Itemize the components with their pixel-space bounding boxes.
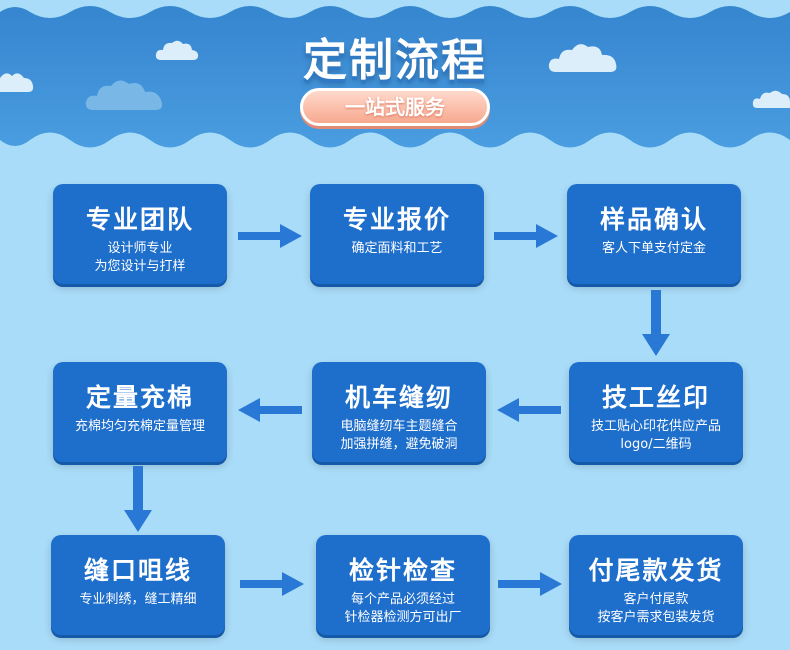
- arrow-left-icon: [238, 398, 302, 422]
- step-title: 付尾款发货: [588, 556, 724, 585]
- step-card-7: 缝口咀线 专业刺绣，缝工精细: [51, 535, 225, 635]
- step-desc-line: 为您设计与打样: [94, 259, 186, 274]
- step-card-5: 机车缝纫 电脑缝纫车主题缝合 加强拼缝，避免破洞: [312, 362, 486, 462]
- subtitle-badge: 一站式服务: [300, 88, 490, 126]
- step-desc-line: 加强拼缝，避免破洞: [340, 437, 458, 452]
- cloud-icon: [0, 73, 34, 92]
- arrow-right-icon: [498, 572, 562, 596]
- step-desc-line: 充棉均匀充棉定量管理: [74, 419, 205, 434]
- step-desc-line: 每个产品必须经过: [350, 592, 455, 607]
- step-card-8: 检针检查 每个产品必须经过 针检器检测方可出厂: [316, 535, 490, 635]
- step-title: 样品确认: [599, 205, 708, 234]
- step-card-4: 定量充棉 充棉均匀充棉定量管理: [53, 362, 227, 462]
- step-title: 检针检查: [348, 556, 457, 585]
- step-title: 专业报价: [342, 205, 451, 234]
- step-title: 缝口咀线: [83, 556, 192, 585]
- step-card-9: 付尾款发货 客户付尾款 按客户需求包装发货: [569, 535, 743, 635]
- step-title: 技工丝印: [601, 383, 710, 412]
- step-desc-line: 确定面料和工艺: [351, 241, 443, 256]
- step-card-3: 样品确认 客人下单支付定金: [567, 184, 741, 284]
- arrow-down-icon: [124, 466, 152, 532]
- step-title: 定量充棉: [85, 383, 194, 412]
- step-title: 机车缝纫: [344, 383, 453, 412]
- arrow-down-icon: [642, 290, 670, 356]
- step-card-1: 专业团队 设计师专业 为您设计与打样: [53, 184, 227, 284]
- header-banner: 定制流程 一站式服务: [0, 0, 790, 170]
- arrow-right-icon: [494, 224, 558, 248]
- step-card-6: 技工丝印 技工贴心印花供应产品 logo/二维码: [569, 362, 743, 462]
- arrow-right-icon: [238, 224, 302, 248]
- arrow-left-icon: [497, 398, 561, 422]
- step-desc-line: 电脑缝纫车主题缝合: [340, 419, 458, 434]
- cloud-icon: [85, 80, 163, 110]
- step-desc-line: 设计师专业: [107, 241, 173, 256]
- step-desc-line: 专业刺绣，缝工精细: [79, 592, 197, 607]
- step-desc-line: 客人下单支付定金: [601, 241, 706, 256]
- step-desc-line: 技工贴心印花供应产品: [590, 419, 721, 434]
- step-card-2: 专业报价 确定面料和工艺: [310, 184, 484, 284]
- step-title: 专业团队: [85, 205, 194, 234]
- cloud-icon: [548, 44, 617, 72]
- step-desc-line: 客户付尾款: [623, 592, 689, 607]
- step-desc-line: logo/二维码: [620, 437, 692, 452]
- step-desc-line: 按客户需求包装发货: [597, 610, 715, 625]
- page-title: 定制流程: [303, 35, 487, 86]
- cloud-icon: [752, 90, 790, 108]
- cloud-icon: [155, 40, 199, 60]
- wave-background: [0, 0, 790, 148]
- arrow-right-icon: [240, 572, 304, 596]
- step-desc-line: 针检器检测方可出厂: [344, 610, 462, 625]
